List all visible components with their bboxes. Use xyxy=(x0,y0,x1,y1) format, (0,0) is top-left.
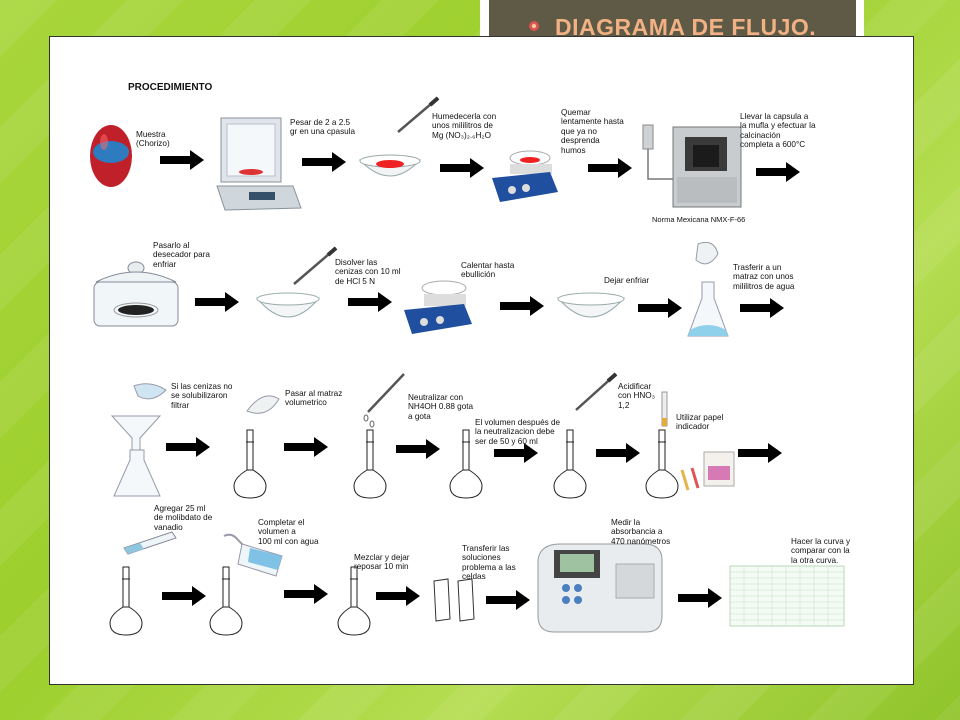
hotplate-illustration-2 xyxy=(404,280,472,334)
label-quemar: Quemar lentamente hasta que ya no despre… xyxy=(561,108,624,155)
label-dejar: Dejar enfriar xyxy=(604,276,650,285)
volumetric-flask-illustration-7 xyxy=(209,566,243,636)
arrow-1 xyxy=(160,150,204,170)
hotplate-illustration xyxy=(492,150,558,202)
label-pesar: Pesar de 2 a 2.5 gr en una cpasula xyxy=(290,118,356,137)
graduated-cylinder-illustration xyxy=(123,531,177,555)
arrow-8 xyxy=(500,296,544,316)
flower-icon xyxy=(529,21,539,31)
volumetric-flask-illustration-5 xyxy=(645,429,679,499)
pipette-illustration-2 xyxy=(293,246,338,285)
arrow-11 xyxy=(166,437,210,457)
label-mezclar: Mezclar y dejar reposar 10 min xyxy=(354,553,410,572)
arrow-9 xyxy=(638,298,682,318)
label-completar: Completar el volumen a 100 ml con agua xyxy=(258,518,319,546)
volumetric-flask-illustration-3 xyxy=(449,429,483,499)
arrow-4 xyxy=(588,158,632,178)
arrow-18 xyxy=(284,584,328,604)
arrow-6 xyxy=(195,292,239,312)
label-curva: Hacer la curva y comparar con la la otra… xyxy=(791,537,851,565)
arrow-16 xyxy=(738,443,782,463)
desiccator-illustration xyxy=(93,261,179,327)
arrow-3 xyxy=(440,158,484,178)
spreadsheet-illustration xyxy=(729,565,845,627)
arrow-12 xyxy=(284,437,328,457)
procedure-heading: PROCEDIMIENTO xyxy=(128,82,213,93)
label-llevar: Llevar la capsula a la mufla y efectuar … xyxy=(740,112,816,150)
label-transferir-sol: Transferir las soluciones problema a las… xyxy=(462,544,516,582)
wash-bottle-illustration xyxy=(223,533,283,577)
analytical-balance-illustration xyxy=(216,117,302,211)
sausage-illustration xyxy=(90,125,132,187)
arrow-13 xyxy=(396,439,440,459)
label-humedecer: Humedecerla con unos mililitros de Mg (N… xyxy=(432,112,497,140)
cuvettes-illustration xyxy=(433,578,475,622)
arrow-5 xyxy=(756,162,800,182)
volumetric-flask-illustration-8 xyxy=(337,566,371,636)
arrow-21 xyxy=(678,588,722,608)
label-norma: Norma Mexicana NMX-F-66 xyxy=(652,215,746,224)
label-disolver: Disolver las cenizas con 10 ml de HCl 5 … xyxy=(335,258,401,286)
label-agregar: Agregar 25 ml de molibdato de vanadio xyxy=(154,504,213,532)
label-volumen: El volumen después de la neutralizacion … xyxy=(475,418,561,446)
label-acidificar: Acidificar con HNO₃ 1,2 xyxy=(618,382,656,410)
label-medir: Medir la absorbancia a 470 nanómetros xyxy=(611,518,671,546)
label-papel: Utilizar papel indicador xyxy=(676,413,724,432)
volumetric-flask-illustration-6 xyxy=(109,566,143,636)
erlenmeyer-flask-illustration xyxy=(687,241,729,337)
volumetric-flask-illustration-4 xyxy=(553,429,587,499)
volumetric-flask-illustration-2 xyxy=(353,429,387,499)
volumetric-flask-illustration-1 xyxy=(233,429,267,499)
arrow-14 xyxy=(494,443,538,463)
label-si-cenizas: Si las cenizas no se solubilizaron filtr… xyxy=(171,382,233,410)
pipette-illustration-3 xyxy=(575,372,618,411)
empty-capsule-illustration-2 xyxy=(556,292,626,318)
indicator-paper-illustration xyxy=(661,391,735,491)
label-neutralizar: Neutralizar con NH4OH 0.88 gota a gota xyxy=(408,393,474,421)
spectrophotometer-illustration xyxy=(537,543,663,633)
arrow-15 xyxy=(596,443,640,463)
arrow-7 xyxy=(348,292,392,312)
label-calentar: Calentar hasta ebullición xyxy=(461,261,515,280)
arrow-10 xyxy=(740,298,784,318)
arrow-19 xyxy=(376,586,420,606)
arrow-20 xyxy=(486,590,530,610)
capsule-with-sample-illustration xyxy=(358,154,422,177)
slide-title: DIAGRAMA DE FLUJO. xyxy=(555,14,817,40)
muffle-furnace-illustration xyxy=(642,124,742,208)
filter-funnel-flask-illustration xyxy=(110,383,167,497)
arrow-17 xyxy=(162,586,206,606)
dropper-illustration xyxy=(363,373,405,428)
label-pasar-matraz: Pasar al matraz volumetrico xyxy=(285,389,343,408)
empty-capsule-illustration xyxy=(255,292,321,318)
label-muestra: Muestra (Chorizo) xyxy=(136,130,170,149)
label-transferir: Trasferir a un matraz con unos mililitro… xyxy=(733,263,795,291)
tilted-capsule-illustration xyxy=(246,395,280,414)
label-pasarlo: Pasarlo al desecador para enfriar xyxy=(153,241,210,269)
arrow-2 xyxy=(302,152,346,172)
pipette-illustration xyxy=(397,96,440,133)
